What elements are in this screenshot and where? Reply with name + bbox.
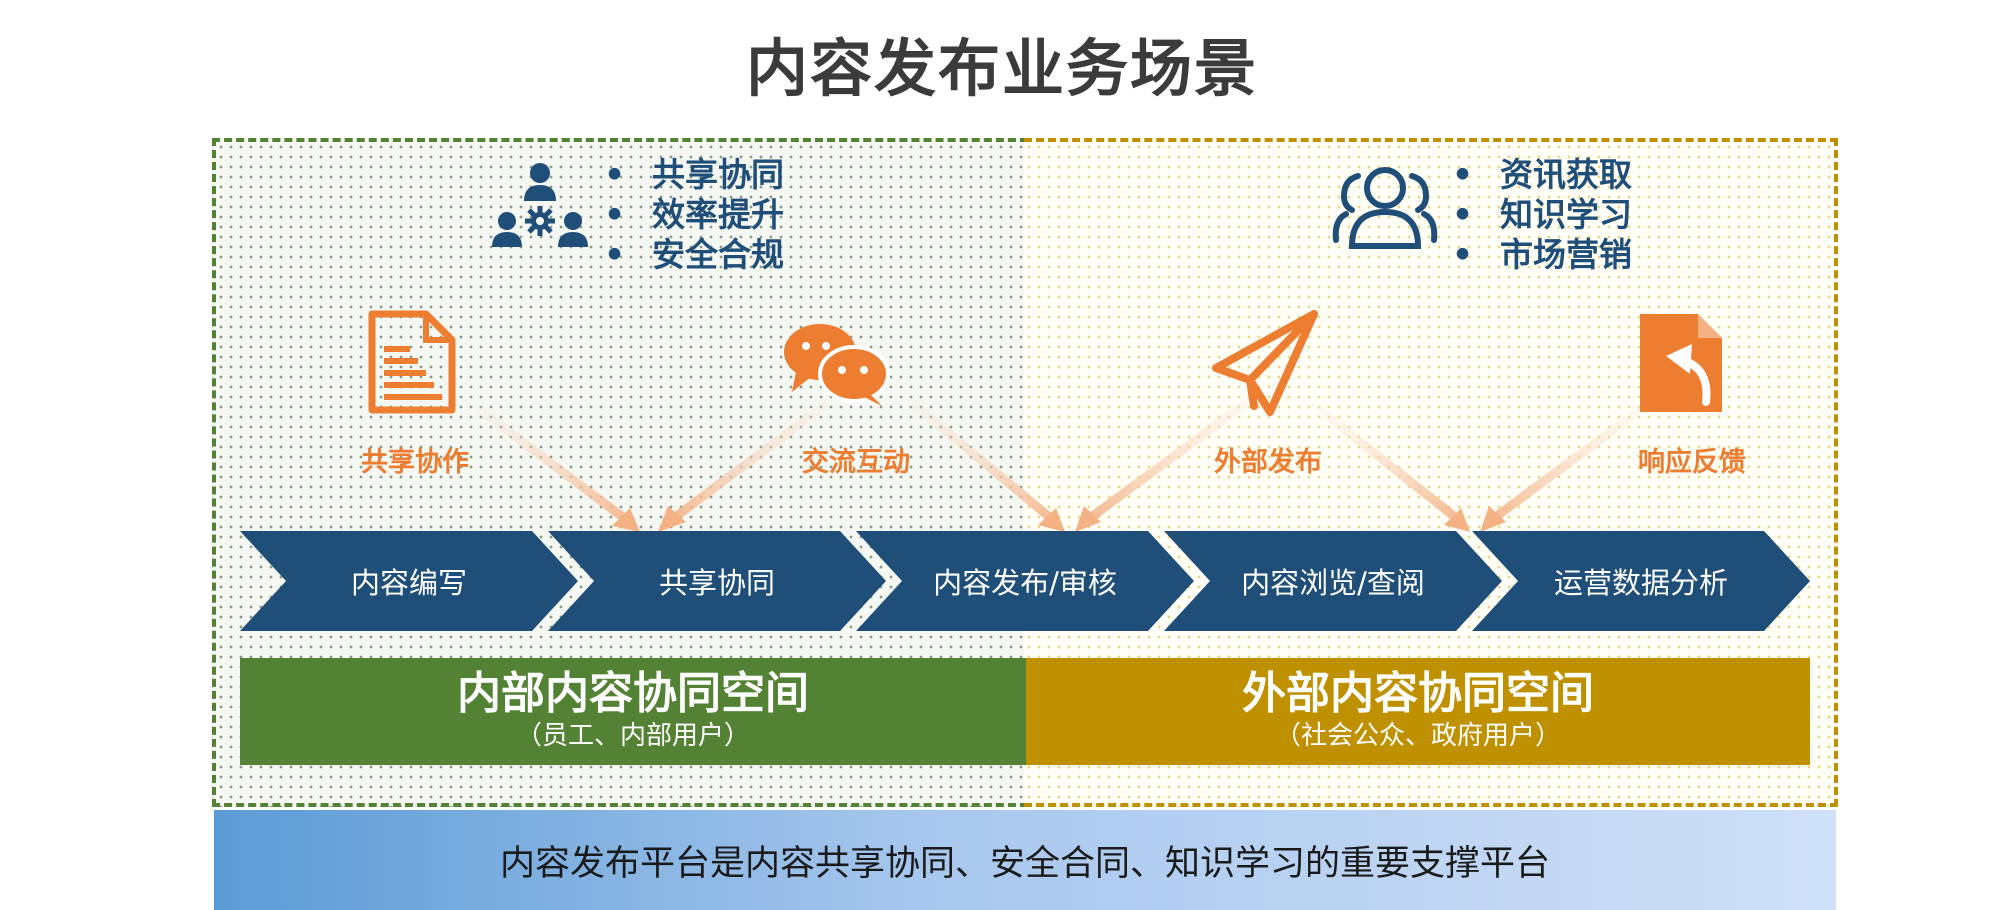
internal-benefit-item: 效率提升 (604, 195, 784, 235)
arrow-head (612, 508, 640, 532)
external-space-bar: 外部内容协同空间 （社会公众、政府用户） (1026, 658, 1810, 765)
process-step-label: 运营数据分析 (1553, 566, 1728, 600)
page-title: 内容发布业务场景 (745, 32, 1258, 105)
arrow-head (1038, 508, 1065, 532)
arrow-line (910, 400, 1059, 526)
action-label: 外部发布 (1214, 447, 1322, 478)
arrow-line (665, 400, 830, 526)
process-step-label: 内容浏览/查阅 (1241, 566, 1425, 600)
action-label: 共享协作 (361, 447, 469, 478)
process-step: 运营数据分析 (1472, 531, 1810, 631)
internal-space-subtitle: （员工、内部用户） (515, 721, 750, 751)
external-benefit-item: 资讯获取 (1452, 155, 1632, 195)
arrow-head (1075, 506, 1101, 532)
action-label: 交流互动 (802, 447, 910, 478)
external-benefits-list: 资讯获取 知识学习 市场营销 (1452, 155, 1632, 275)
process-step: 内容编写 (240, 531, 578, 631)
arrow-head (1444, 508, 1470, 532)
arrow-line (1081, 395, 1255, 526)
internal-space-title: 内部内容协同空间 (457, 668, 809, 719)
platform-summary-banner: 内容发布平台是内容共享协同、安全合同、知识学习的重要支撑平台 (214, 810, 1836, 910)
users-group-icon (1332, 167, 1438, 249)
team-gear-icon (492, 163, 588, 247)
internal-benefit-item: 共享协同 (604, 155, 784, 195)
document-icon (368, 310, 456, 414)
internal-space-bar: 内部内容协同空间 （员工、内部用户） (240, 658, 1026, 765)
process-step: 内容发布/审核 (856, 531, 1194, 631)
process-step: 内容浏览/查阅 (1164, 531, 1502, 631)
external-space-title: 外部内容协同空间 (1242, 668, 1594, 719)
feedback-document-icon (1640, 314, 1722, 412)
process-step-label: 内容编写 (350, 566, 467, 600)
internal-benefit-item: 安全合规 (604, 235, 784, 275)
external-benefit-item: 市场营销 (1452, 235, 1632, 275)
process-step: 共享协同 (548, 531, 886, 631)
external-benefit-item: 知识学习 (1452, 195, 1632, 235)
process-step-label: 共享协同 (658, 566, 775, 600)
action-label: 响应反馈 (1638, 447, 1746, 478)
process-step-label: 内容发布/审核 (933, 566, 1117, 600)
arrow-head (658, 506, 686, 532)
arrow-line (475, 405, 633, 526)
arrow-line (1315, 405, 1465, 526)
external-space-subtitle: （社会公众、政府用户） (1274, 721, 1561, 751)
arrow-line (1485, 405, 1645, 526)
paper-plane-icon (1212, 310, 1318, 416)
internal-benefits-list: 共享协同 效率提升 安全合规 (604, 155, 784, 275)
chat-bubbles-icon (784, 324, 890, 406)
platform-summary-text: 内容发布平台是内容共享协同、安全合同、知识学习的重要支撑平台 (499, 843, 1550, 884)
arrow-head (1480, 506, 1506, 532)
